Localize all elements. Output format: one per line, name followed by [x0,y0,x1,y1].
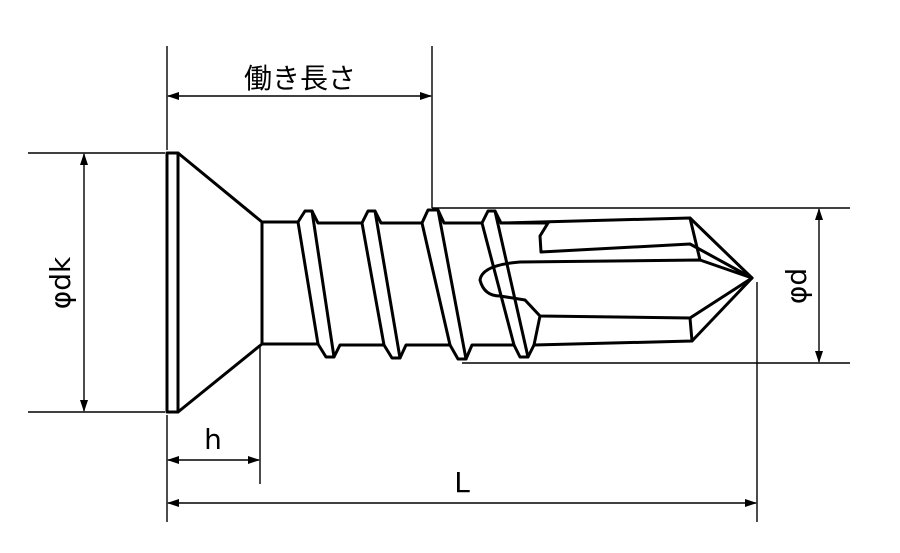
thread-helix-lines [296,208,530,361]
extension-lines [28,46,850,522]
screw [165,151,754,414]
head-diameter-label: φdk [44,256,77,309]
drill-flute-upper [538,221,754,280]
thread-top-profile [296,208,550,225]
screw-head [165,151,264,414]
thread-bottom-profile [316,342,536,361]
thread-diameter-label: φd [780,268,813,304]
effective-length-label: 働き長さ [244,62,356,95]
total-length-label: L [454,466,470,499]
head-height-label: h [204,423,222,456]
drill-flute [478,258,754,320]
drill-tip-facet [688,216,702,343]
